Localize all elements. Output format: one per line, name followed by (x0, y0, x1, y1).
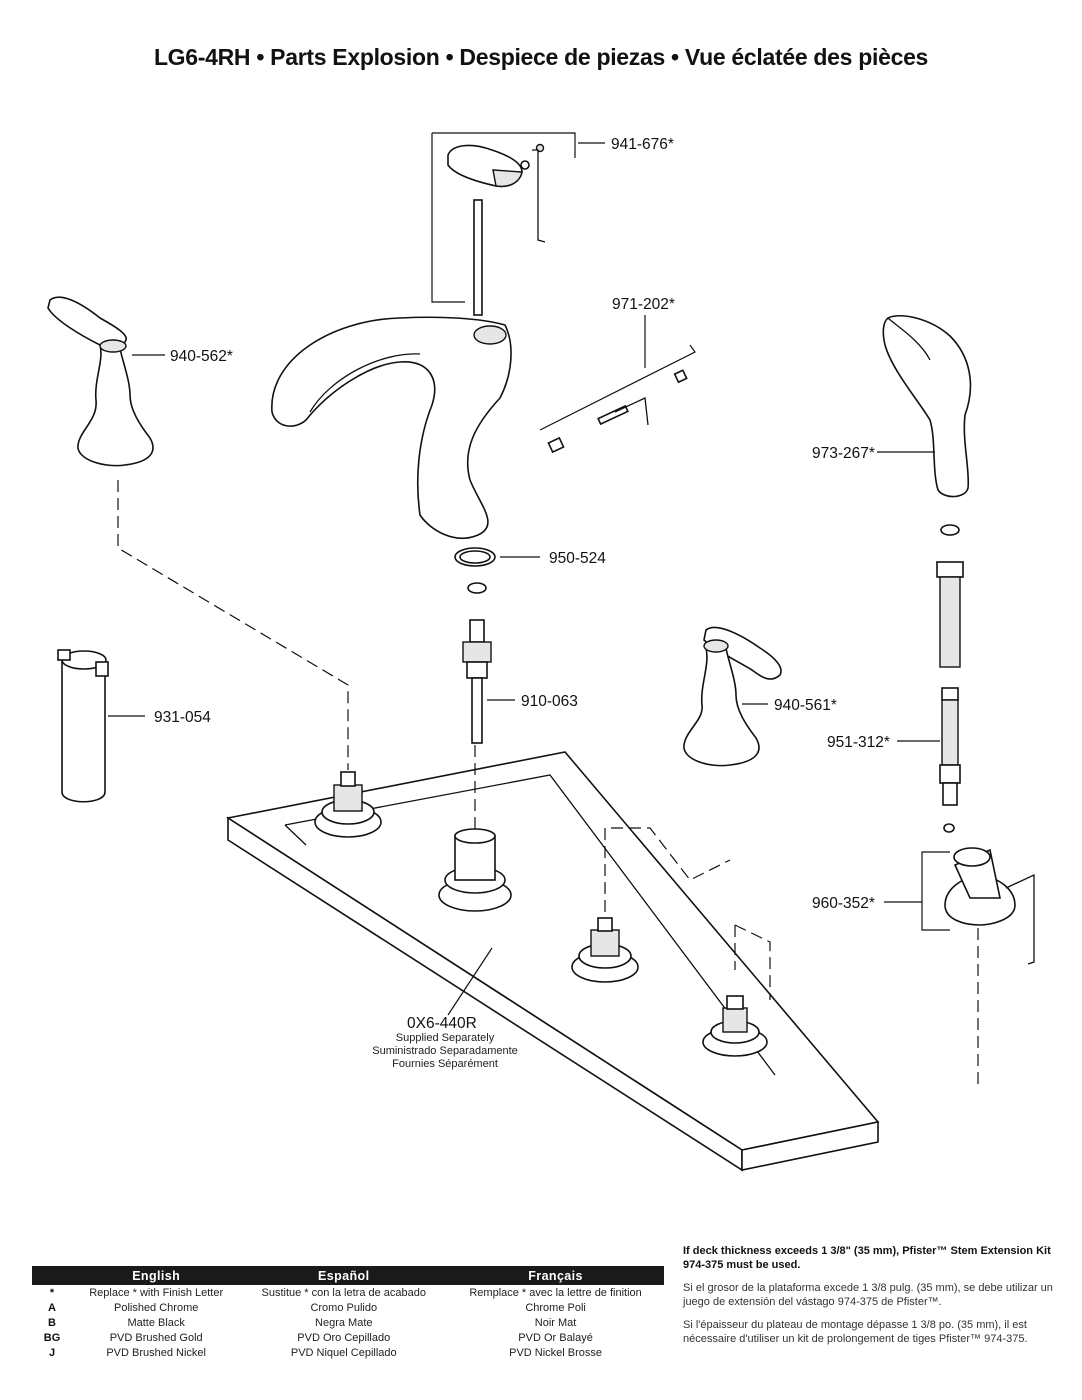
table-row: BG PVD Brushed Gold PVD Oro Cepillado PV… (32, 1330, 664, 1345)
label-931-054: 931-054 (154, 709, 211, 726)
note-es: Si el grosor de la plataforma excede 1 3… (683, 1282, 1053, 1308)
finish-header-fr: Français (447, 1266, 664, 1285)
valve-spout (438, 828, 512, 912)
finish-code: A (48, 1301, 56, 1314)
spout (271, 316, 512, 540)
finish-es: Sustitue * con la letra de acabado (261, 1286, 427, 1299)
table-row: J PVD Brushed Nickel PVD Niquel Cepillad… (32, 1345, 664, 1360)
finish-fr: Chrome Poli (525, 1301, 586, 1314)
label-940-561: 940-561* (774, 697, 837, 714)
finish-en: PVD Brushed Nickel (106, 1346, 206, 1359)
finish-code: J (48, 1346, 56, 1359)
note-fr: Si l'épaisseur du plateau de montage dép… (683, 1319, 1028, 1345)
table-row: A Polished Chrome Cromo Pulido Chrome Po… (32, 1300, 664, 1315)
handle-right (683, 626, 782, 767)
finish-es: Cromo Pulido (310, 1301, 378, 1314)
hose (936, 561, 964, 833)
hose-holder (921, 847, 1035, 965)
label-973-267: 973-267* (812, 445, 875, 462)
finish-table: English Español Français * Replace * wit… (32, 1266, 664, 1360)
finish-fr: Remplace * avec la lettre de finition (469, 1286, 642, 1299)
finish-code: BG (43, 1331, 61, 1344)
finish-en: Polished Chrome (113, 1301, 199, 1314)
finish-table-header: English Español Français (32, 1266, 664, 1285)
label-0x6-440r: 0X6-440R (407, 1015, 477, 1032)
oring-and-cartridge (454, 547, 496, 744)
finish-en: Replace * with Finish Letter (89, 1286, 224, 1299)
finish-en: Matte Black (127, 1316, 185, 1329)
label-940-562: 940-562* (170, 348, 233, 365)
finish-fr: PVD Nickel Brosse (509, 1346, 603, 1359)
finish-es: PVD Niquel Cepillado (290, 1346, 397, 1359)
table-row: B Matte Black Negra Mate Noir Mat (32, 1315, 664, 1330)
valve-right (571, 917, 639, 983)
finish-code: * (49, 1286, 55, 1299)
finish-en: PVD Brushed Gold (109, 1331, 203, 1344)
label-941-676: 941-676* (611, 136, 674, 153)
deck-thickness-notes: If deck thickness exceeds 1 3/8" (35 mm)… (683, 1244, 1055, 1355)
valve-note-es: Suministrado Separadamente (372, 1045, 518, 1057)
finish-es: Negra Mate (315, 1316, 373, 1329)
valve-left (314, 771, 382, 838)
finish-header-code (32, 1266, 72, 1285)
label-951-312: 951-312* (827, 734, 890, 751)
table-row: * Replace * with Finish Letter Sustitue … (32, 1285, 664, 1300)
finish-fr: PVD Or Balayé (518, 1331, 593, 1344)
label-910-063: 910-063 (521, 693, 578, 710)
finish-code: B (48, 1316, 56, 1329)
parts-explosion-diagram: 941-676* 971-202* 940-562* 973-267* 950-… (47, 132, 1035, 1172)
finish-fr: Noir Mat (534, 1316, 577, 1329)
label-960-352: 960-352* (812, 895, 875, 912)
label-971-202: 971-202* (612, 296, 675, 313)
handle-kit-group (431, 132, 605, 316)
finish-header-en: English (72, 1266, 241, 1285)
diverter-kit-group (539, 315, 696, 454)
sleeve (57, 649, 109, 803)
finish-header-es: Español (240, 1266, 448, 1285)
handle-left (47, 296, 154, 467)
note-en: If deck thickness exceeds 1 3/8" (35 mm)… (683, 1245, 1051, 1271)
page-title: LG6-4RH • Parts Explosion • Despiece de … (153, 44, 929, 70)
finish-es: PVD Oro Cepillado (297, 1331, 391, 1344)
label-950-524: 950-524 (549, 550, 606, 567)
handshower (882, 314, 972, 536)
valve-note-en: Supplied Separately (396, 1032, 495, 1044)
valve-diverter (702, 995, 768, 1057)
valve-note-fr: Fournies Séparément (392, 1058, 498, 1070)
